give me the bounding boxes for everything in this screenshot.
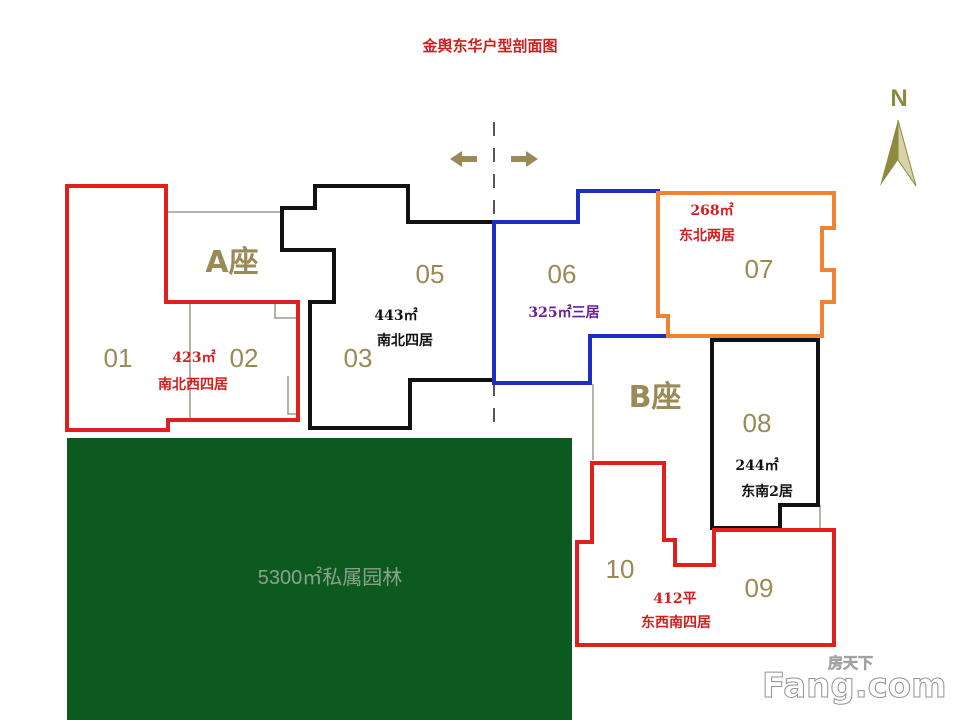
unit-02-type-label: 南北西四居 — [158, 376, 228, 393]
unit-09-type-label: 东西南四居 — [641, 614, 711, 631]
unit-05-03-outline — [280, 184, 496, 430]
garden-label: 5300㎡私属园林 — [258, 565, 403, 589]
unit-08-number: 08 — [743, 408, 772, 438]
unit-09-area-label: 412平 — [653, 591, 696, 607]
unit-08-area-label: 244㎡ — [735, 457, 778, 474]
building-a-label: A座 — [205, 245, 258, 280]
building-a-interior-walls — [168, 211, 298, 418]
unit-10-09-outline — [575, 461, 836, 647]
unit-06-outline — [492, 189, 670, 385]
unit-10-number: 10 — [606, 554, 635, 584]
unit-06-label: 325㎡三居 — [528, 304, 599, 321]
unit-05-number: 05 — [416, 259, 445, 289]
building-b-interior-walls — [590, 335, 821, 530]
watermark-main-text: Fang.com — [762, 666, 947, 706]
unit-07-type-label: 东北两居 — [679, 227, 735, 244]
unit-06-number: 06 — [548, 259, 577, 289]
compass-north-label: N — [890, 85, 907, 112]
unit-07-outline — [656, 191, 836, 338]
building-b-label: B座 — [629, 380, 682, 415]
private-garden — [67, 438, 572, 720]
unit-03-number: 03 — [344, 343, 373, 373]
arrow-left-icon — [450, 151, 477, 167]
fang-watermark-logo: 房天下 Fang.com — [762, 654, 948, 707]
compass-arrow-icon — [880, 120, 898, 186]
unit-03-type-label: 南北四居 — [377, 332, 433, 349]
unit-02-number: 02 — [230, 343, 259, 373]
unit-09-number: 09 — [745, 573, 774, 603]
unit-01-outline — [65, 184, 300, 432]
arrow-right-icon — [511, 151, 538, 167]
unit-07-number: 07 — [745, 254, 774, 284]
unit-02-area-label: 423㎡ — [172, 349, 215, 366]
compass-arrow-shadow — [897, 119, 917, 187]
unit-03-area-label: 443㎡ — [374, 307, 417, 324]
unit-01-number: 01 — [104, 343, 133, 373]
diagram-title: 金舆东华户型剖面图 — [421, 37, 557, 55]
watermark-top-text: 房天下 — [828, 654, 873, 672]
unit-08-type-label: 东南2居 — [741, 483, 793, 500]
unit-07-area-label: 268㎡ — [690, 202, 733, 219]
compass: N — [880, 85, 917, 187]
